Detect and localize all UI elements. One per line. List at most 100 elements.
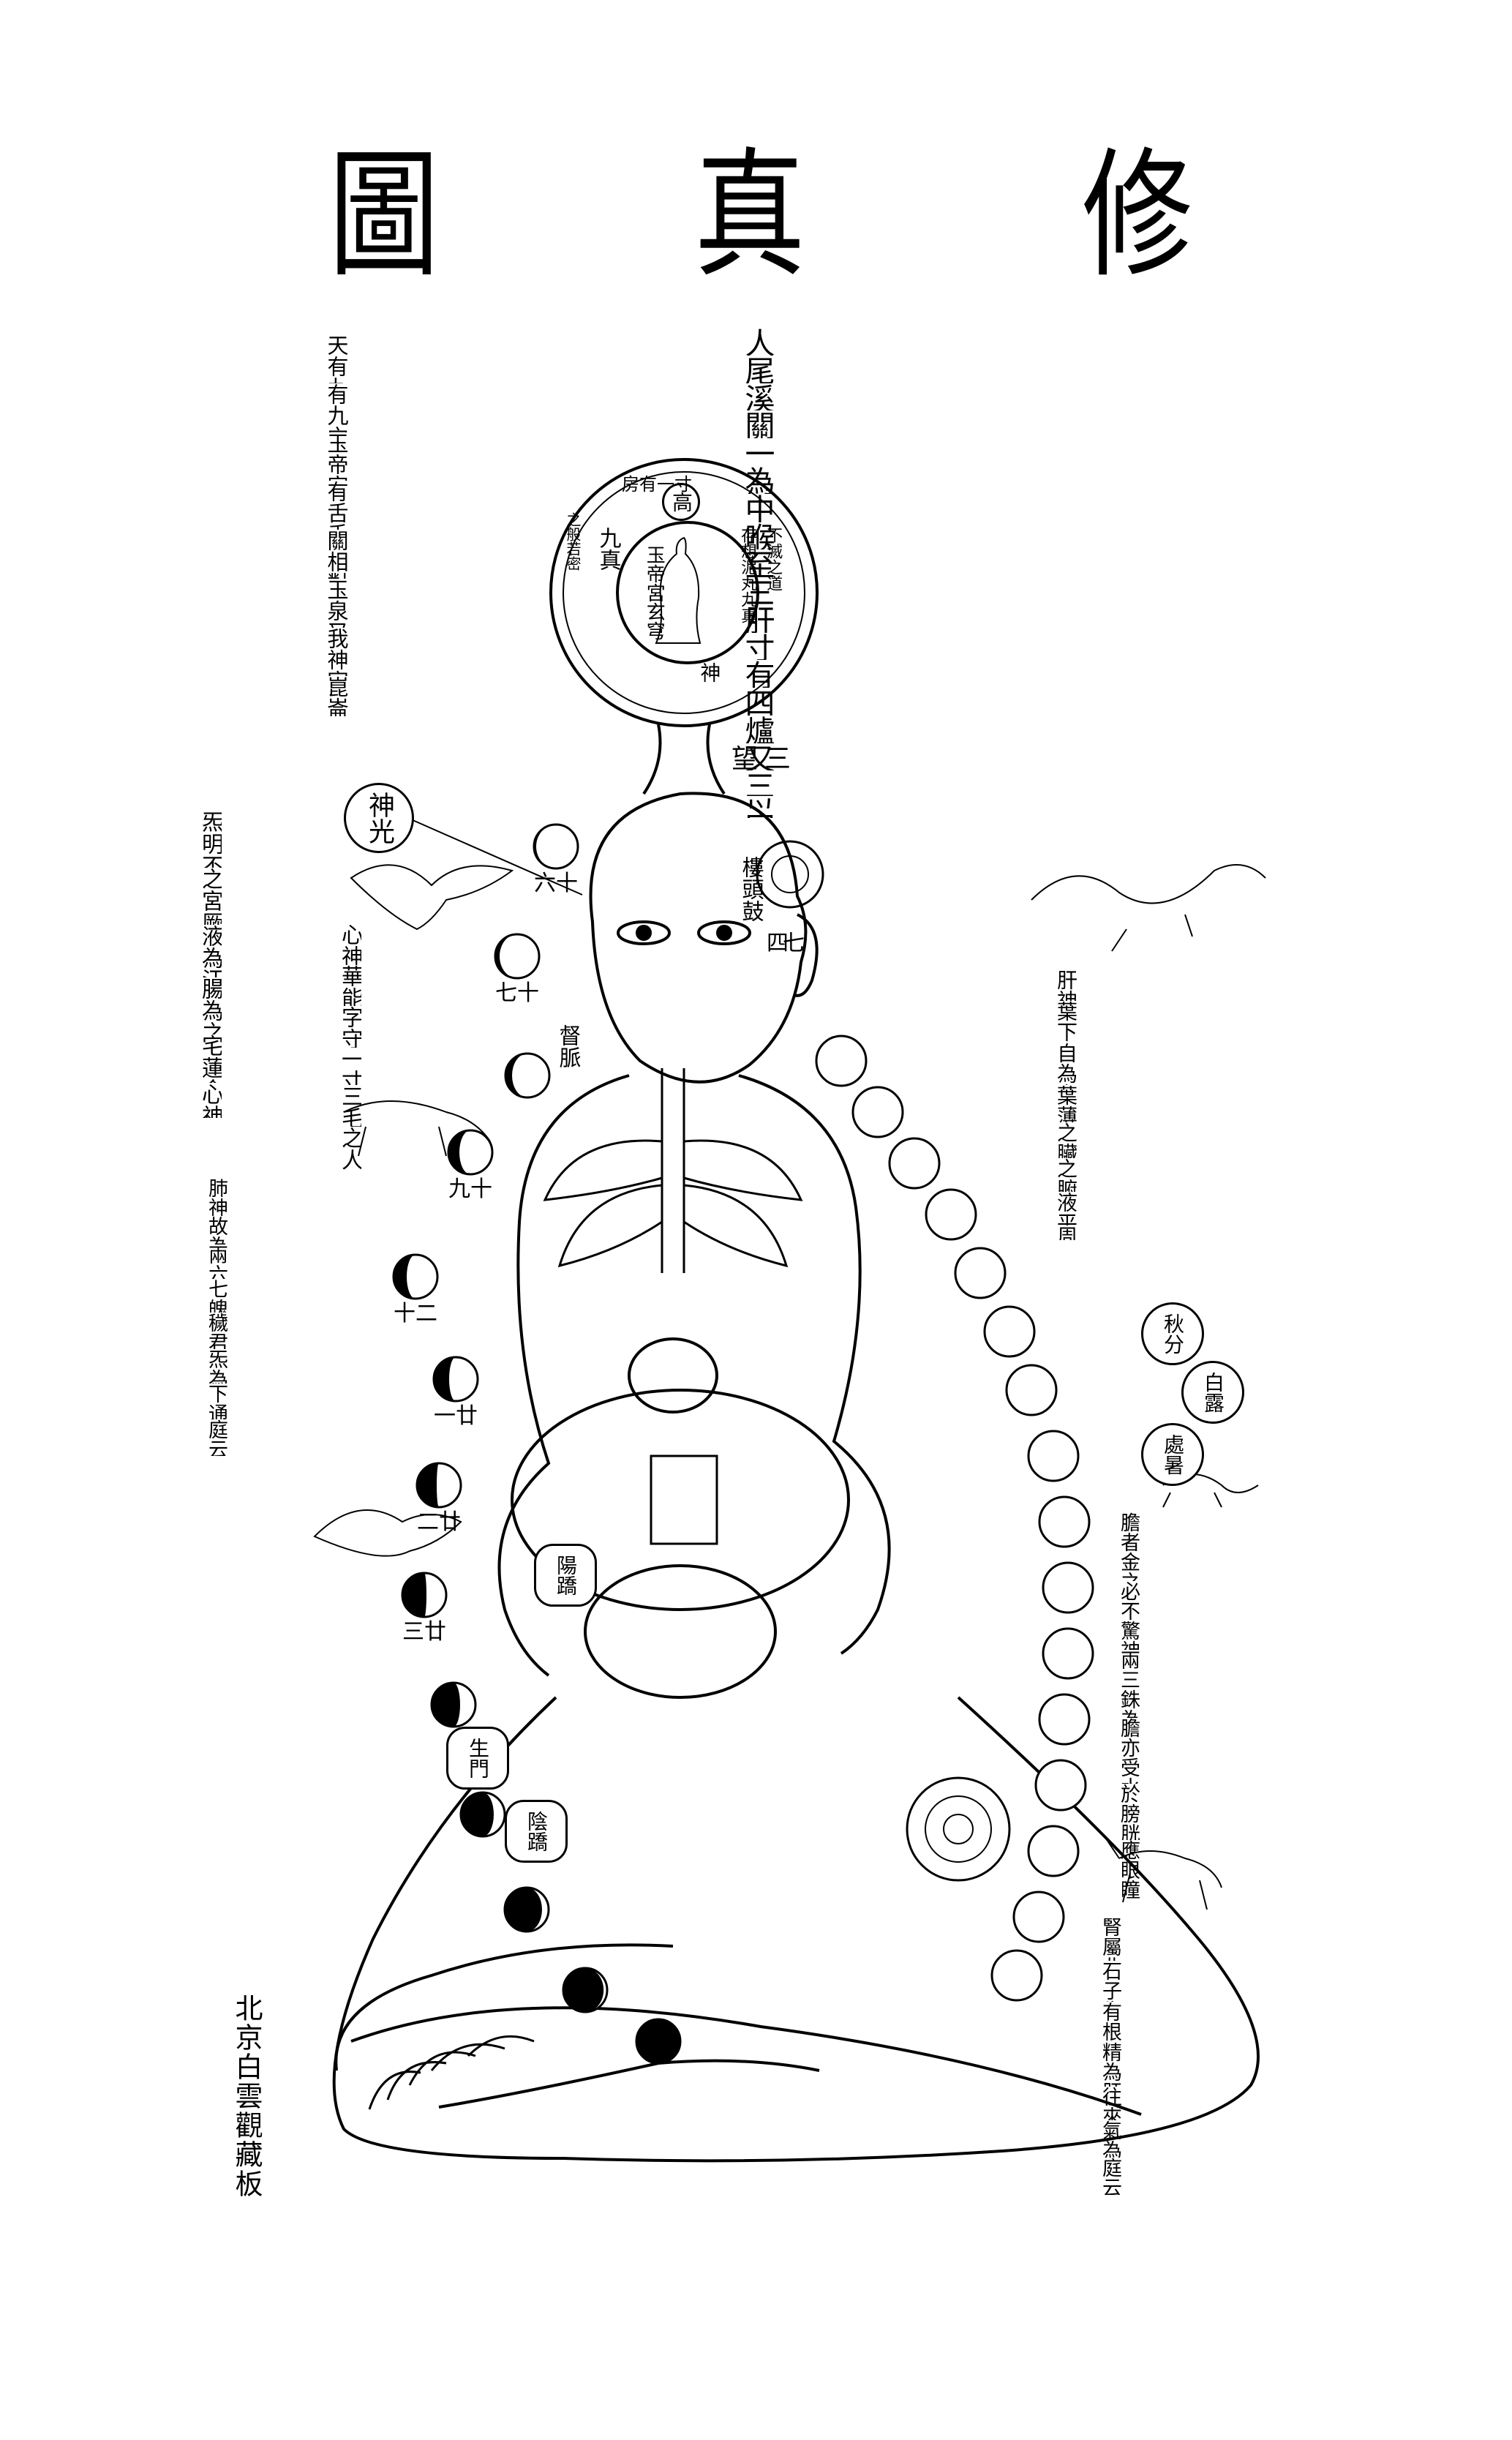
solar-term-circle: 白露 bbox=[1181, 1361, 1244, 1424]
text-column: 之人五孔心穴通炁下智無 bbox=[339, 1127, 361, 1172]
moon-shadow bbox=[448, 1130, 470, 1174]
throat-tube bbox=[661, 1068, 685, 1273]
text-column: 自為之宮左目為甲右目為乙男子至六十肝炁衰 bbox=[1053, 1043, 1078, 1084]
text-column: 肝神形如青龍象如懸匏少近心左三 bbox=[1053, 969, 1078, 1001]
text-column: 為洞房再入一寸為泥丸眉心之下謂之鼻柱又名雷霆府金橋下至口 bbox=[739, 466, 775, 494]
moon-phase-icon bbox=[459, 1791, 506, 1838]
text-column: 石子生對臍搭脊重一斤一兩 bbox=[1097, 1961, 1122, 2002]
text-column: 華能變水為血也神名心 bbox=[339, 965, 361, 1007]
moon-shadow bbox=[417, 1463, 439, 1507]
yellow-court-box bbox=[650, 1454, 718, 1545]
shen-label: 神 bbox=[697, 662, 722, 683]
liver-spirit-text: 肝神形如青龍象如懸匏少近心左三葉下重四斤四兩為心母為腎子肝中有三魂名曰自為之宮左… bbox=[1053, 969, 1078, 1240]
moon-shadow bbox=[402, 1573, 426, 1617]
toes bbox=[368, 2035, 535, 2110]
solar-term-circle: 秋分 bbox=[1141, 1302, 1204, 1365]
moon-phase-icon bbox=[432, 1356, 479, 1403]
text-column: 三分此處有二竅通於內腎腎中有竅通於尾閭由尾閭通兩腎堂 bbox=[739, 770, 775, 796]
three-passes-text: 人之一身有三百六十骨節八萬四千毛孔後有三關尾閭夾脊玉枕也尾閭在夾脊之下盡頭處關可… bbox=[739, 328, 775, 818]
moon-phase-icon bbox=[533, 823, 579, 870]
text-column: 穢君臭肺乃七名也鼻為之宮左為庚右為辛 bbox=[205, 1313, 227, 1349]
moon-shadow bbox=[636, 2019, 680, 2063]
spine-node-circle bbox=[1042, 1627, 1094, 1680]
text-column: 人之一身有三百六十骨節八萬四千毛孔後有三關尾閭夾脊玉枕也 bbox=[739, 328, 775, 356]
text-column: 葉下重四斤四兩為心母為腎子肝中有三魂名曰 bbox=[1053, 1001, 1078, 1043]
belly-circle bbox=[511, 1389, 850, 1611]
moon-day-label: 三廿 bbox=[402, 1619, 446, 1645]
zhi-ban-label: 之般若密 bbox=[564, 512, 582, 571]
nine-palaces-text: 天有九宮地有九州人下丹田有九竅以象地之九州泥有九穴以按天上九宮腦骨八片以應八方一… bbox=[324, 334, 349, 716]
text-column: 精為肝母為肺子耳為之官天之 bbox=[1097, 2042, 1122, 2086]
head-spiral-inner bbox=[771, 855, 809, 893]
kidney-spirit-text: 腎屬北方水於卦屬坎形似玄鹿石子生對臍搭脊重一斤一兩有根左曰腎右曰命生炁之府精為肝… bbox=[1097, 1917, 1122, 2195]
gao-circle-label: 高 bbox=[662, 483, 700, 521]
text-column: 天有九宮地有九州人下丹田有九竅以象地之九州泥 bbox=[324, 334, 349, 383]
spiral-furnace-core bbox=[943, 1814, 974, 1844]
text-column: 應眼瞳鼻柱間腦髮相扶亦俱鮮九色錦衣綠華裙 bbox=[1116, 1840, 1140, 1900]
text-column: 腎屬北方水於卦屬坎形似玄鹿 bbox=[1097, 1917, 1122, 1961]
title-char-tu: 圖 bbox=[328, 135, 440, 296]
dark-deer-icon bbox=[1104, 1836, 1222, 1910]
moon-phase-icon bbox=[415, 1462, 462, 1509]
spine-node-circle bbox=[1012, 1891, 1065, 1943]
text-column: 之臟也於液為淚腎邪入肝故多淚膽為肝 bbox=[1053, 1122, 1078, 1158]
text-column: 尾閭在夾脊之下盡頭處關可通內腎之竅從此關起一條髓路號曰漕 bbox=[739, 356, 775, 383]
spiral-furnace-inner bbox=[925, 1795, 992, 1863]
text-column: 七魄如嬰兒名曰尸狗伏屍雀陰吞賊非生 bbox=[205, 1279, 227, 1313]
shen-guang-connector bbox=[410, 819, 583, 896]
text-column: 肺神形如白虎象如懸磬居五臟之上對胞若覆 bbox=[205, 1178, 227, 1216]
moon-phase-icon bbox=[562, 1967, 609, 2013]
spine-chain-circles bbox=[815, 1035, 1094, 2002]
text-column: 我神室泥丸九竅乃天皇之宮中間一穴形如雞子狀似 bbox=[324, 628, 349, 677]
text-column: 庭云肺神息呼吸依不快急忘存白元和六氣 bbox=[205, 1419, 227, 1456]
text-column: 葉薄膽漸減目即昏在形為筋肝脈合於木魂 bbox=[1053, 1085, 1078, 1123]
text-column: 寸六分故曰天上三十六地下三十六自天至地八萬四千里自心至腎 bbox=[739, 633, 775, 661]
spine-node-circle bbox=[888, 1137, 941, 1190]
moon-phase-icon bbox=[635, 2018, 682, 2065]
right-pupil bbox=[716, 925, 732, 941]
text-column: 宅蓮含花下有童子丹元家 bbox=[199, 1035, 222, 1083]
si-label: 四 bbox=[767, 931, 789, 956]
spine-node-circle bbox=[1034, 1759, 1087, 1812]
text-column: 中有兩竅通喉謂之鵲橋喉曰是頸骨乃內外之氣所由出入者也後有軟 bbox=[739, 494, 775, 522]
moon-day-label: 七十 bbox=[495, 980, 539, 1006]
neck-stem bbox=[642, 724, 726, 795]
spine-node-circle bbox=[851, 1086, 904, 1138]
text-column: 四分而何臍門號曰生門有七竅通於外腎乃精神漏洩之竅名曰偃月 bbox=[739, 688, 775, 716]
text-column: 膽者金之精水之氣其色青在肝短葉下膽者敢也膽大者 bbox=[1116, 1512, 1140, 1581]
text-column: 玉泉又號華池舌下有四竅二竅通心為液兩竅通氣為 bbox=[324, 579, 349, 628]
moon-phase-icon bbox=[504, 1052, 551, 1099]
text-column: 三寸六分名曰土釜黃庭穴也乃中丹田左有明堂右有洞房無英居左 bbox=[739, 577, 775, 605]
text-column: 之宮厥竅通耳左耳為丙右耳為 bbox=[199, 868, 222, 925]
text-column: 一竅乃藏神之所眉心入內正中之處天門入內一寸為明堂再入一寸 bbox=[739, 438, 775, 466]
text-column: 字守靈重十二兩對鳩尾 bbox=[339, 1006, 361, 1048]
publisher-credit: 北京白雲觀藏板 bbox=[230, 1994, 263, 2199]
phoenix-icon bbox=[313, 1509, 462, 1557]
spine-node-circle bbox=[925, 1188, 977, 1241]
heaven-outer-circle bbox=[549, 458, 819, 727]
spiral-furnace-icon bbox=[906, 1776, 1011, 1882]
text-column: 關也前有三田泥丸土釜玉池是也泥丸為上丹田方圓一寸二分虛開 bbox=[739, 410, 775, 438]
text-column: 爐即任脈下有九竅即地獄酆都是也又曰氣海稍下一寸三分曰玉池 bbox=[739, 716, 775, 743]
text-column: 有舌舌內有金鎖關與舌相對又名鵲橋鼻下人中穴與 bbox=[324, 481, 349, 530]
text-column: 下通炁至脾中是以諸炁屬肺肺為呼吸之根 bbox=[205, 1384, 227, 1420]
text-column: 氣為吹在液為唾在形為骨 bbox=[1097, 2120, 1122, 2158]
crossed-leg-upper bbox=[350, 2006, 1142, 2116]
moon-day-label: 一廿 bbox=[434, 1403, 478, 1429]
jade-emperor-palace-label: 玉帝宮玄穹 bbox=[643, 545, 666, 640]
heart-figure bbox=[628, 1337, 718, 1414]
moon-shadow bbox=[461, 1793, 494, 1836]
text-column: 有根左曰腎右曰命生炁之府 bbox=[1097, 2002, 1122, 2043]
heart-spirit-text: 心神形如朱雀象如倒懸華能變水為血也神名心字守靈重十二兩對鳩尾一寸色如縞映絳中有三… bbox=[339, 923, 361, 1172]
bu-mie-label: 不滅之道 bbox=[764, 527, 783, 591]
moon-shadow bbox=[434, 1357, 456, 1401]
jing-lou-label: 樓頭鼓 bbox=[737, 856, 764, 922]
text-column: 至於心心上有骨名為鳩尾心下有穴名曰絳宮乃龍虎交會之處直下 bbox=[739, 549, 775, 577]
left-eye-icon bbox=[617, 920, 671, 945]
spine-node-circle bbox=[1042, 1561, 1094, 1614]
text-column: 炁明不通心為肝子為脾母舌為 bbox=[199, 811, 222, 868]
yang-qiao-label: 陽蹻 bbox=[534, 1544, 597, 1607]
heaven-middle-circle bbox=[563, 471, 805, 714]
solar-term-circle: 處暑 bbox=[1141, 1423, 1204, 1486]
foot-outline bbox=[334, 1943, 820, 2109]
